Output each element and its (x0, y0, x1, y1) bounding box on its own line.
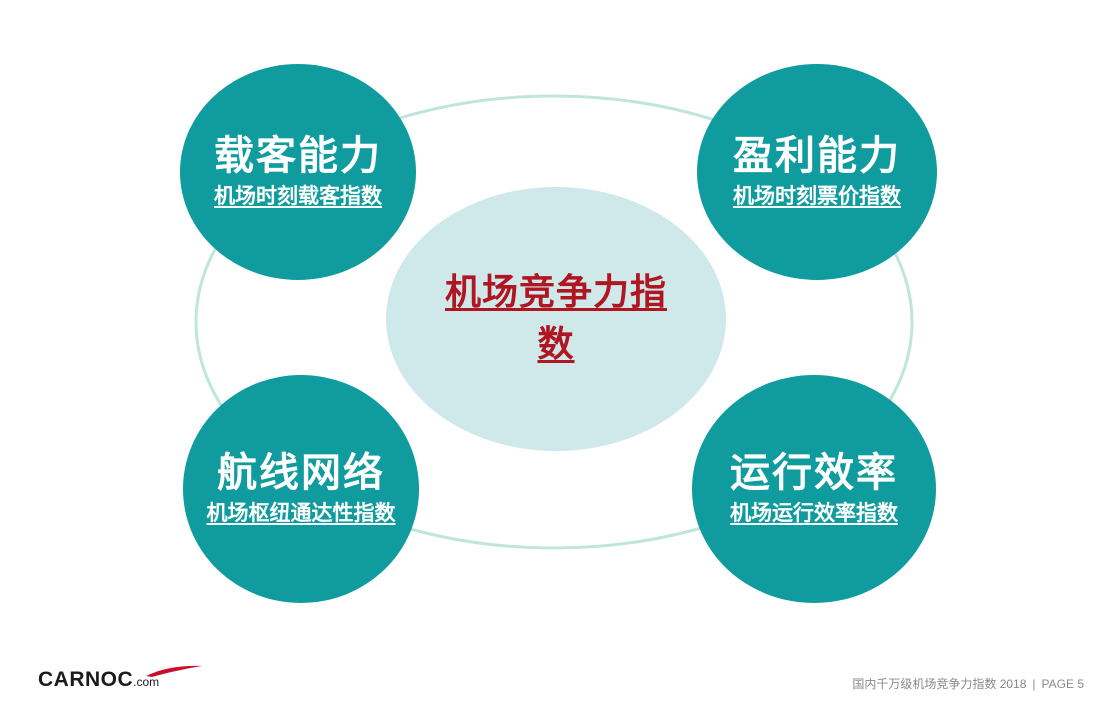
node-title: 盈利能力 (733, 133, 901, 180)
node-title: 航线网络 (217, 450, 385, 497)
logo-suffix-text: .com (133, 675, 160, 689)
node-subtitle-link[interactable]: 机场时刻票价指数 (733, 184, 901, 209)
node-subtitle-link[interactable]: 机场时刻载客指数 (214, 184, 382, 209)
center-title: 机场竞争力指数 (444, 271, 667, 365)
node-operating-efficiency: 运行效率 机场运行效率指数 (692, 375, 936, 603)
node-route-network: 航线网络 机场枢纽通达性指数 (183, 375, 419, 603)
node-title: 载客能力 (214, 133, 382, 180)
node-subtitle-link[interactable]: 机场枢纽通达性指数 (206, 501, 396, 526)
node-passenger-capacity: 载客能力 机场时刻载客指数 (180, 64, 416, 280)
footer-report-title: 国内千万级机场竞争力指数 2018 (852, 677, 1027, 691)
node-profitability: 盈利能力 机场时刻票价指数 (697, 64, 937, 280)
logo-swoosh-icon (146, 665, 202, 677)
footer-separator: | (1032, 677, 1036, 691)
node-title: 运行效率 (730, 450, 898, 497)
node-subtitle-link[interactable]: 机场运行效率指数 (730, 501, 898, 526)
footer-page-number: PAGE 5 (1041, 677, 1084, 691)
outer-ring (194, 94, 914, 550)
carnoc-logo: CARNOC.com (38, 665, 202, 698)
center-node: 机场竞争力指数 (386, 187, 726, 451)
logo-main-text: CARNOC (38, 668, 134, 691)
footer: 国内千万级机场竞争力指数 2018 | PAGE 5 (852, 675, 1084, 692)
